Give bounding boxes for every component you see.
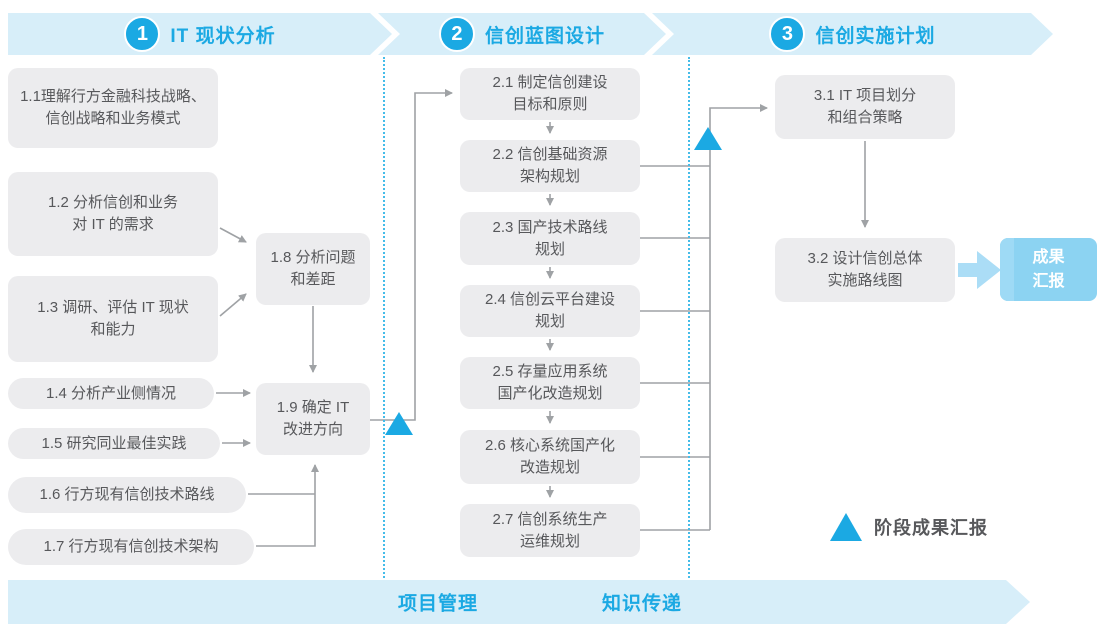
legend: 阶段成果汇报 — [830, 513, 988, 541]
milestone-triangle-phase1 — [385, 412, 413, 435]
phase-number-badge-2: 2 — [439, 16, 475, 52]
box-1-2: 1.2 分析信创和业务 对 IT 的需求 — [8, 172, 218, 256]
footer-label-knowledge-transfer: 知识传递 — [602, 593, 683, 615]
phase-separator-2 — [688, 57, 690, 578]
milestone-triangle-phase2 — [694, 127, 722, 150]
box-1-8: 1.8 分析问题 和差距 — [256, 233, 370, 305]
box-1-4: 1.4 分析产业侧情况 — [8, 378, 214, 409]
box-2-1: 2.1 制定信创建设 目标和原则 — [460, 68, 640, 120]
box-2-5: 2.5 存量应用系统 国产化改造规划 — [460, 357, 640, 409]
box-3-2: 3.2 设计信创总体 实施路线图 — [775, 238, 955, 302]
phase-banner-1: 1 IT 现状分析 — [8, 13, 392, 55]
phase-separator-1 — [383, 57, 385, 578]
legend-triangle-icon — [830, 513, 862, 541]
phase-number-badge-3: 3 — [769, 16, 805, 52]
phase-title-3: 信创实施计划 — [815, 25, 936, 47]
result-report-box: 成果 汇报 — [1000, 238, 1097, 301]
phase-title-2: 信创蓝图设计 — [484, 25, 605, 47]
box-3-1: 3.1 IT 项目划分 和组合策略 — [775, 75, 955, 139]
box-1-3: 1.3 调研、评估 IT 现状 和能力 — [8, 276, 218, 362]
box-1-9: 1.9 确定 IT 改进方向 — [256, 383, 370, 455]
box-2-3: 2.3 国产技术路线 规划 — [460, 212, 640, 265]
box-1-1: 1.1理解行方金融科技战略、 信创战略和业务模式 — [8, 68, 218, 148]
thick-arrow-to-result — [958, 251, 1001, 289]
phase-banner-3: 3 信创实施计划 — [652, 13, 1053, 55]
box-2-6: 2.6 核心系统国产化 改造规划 — [460, 430, 640, 484]
phase-number-badge-1: 1 — [124, 16, 160, 52]
box-2-4: 2.4 信创云平台建设 规划 — [460, 285, 640, 337]
footer-banner: 项目管理 知识传递 — [8, 580, 1030, 624]
box-2-2: 2.2 信创基础资源 架构规划 — [460, 140, 640, 192]
box-1-7: 1.7 行方现有信创技术架构 — [8, 529, 254, 565]
footer-label-project-management: 项目管理 — [398, 593, 479, 615]
box-2-7: 2.7 信创系统生产 运维规划 — [460, 504, 640, 557]
phase-title-1: IT 现状分析 — [170, 25, 276, 47]
box-1-6: 1.6 行方现有信创技术路线 — [8, 477, 246, 513]
box-1-5: 1.5 研究同业最佳实践 — [8, 428, 220, 459]
phase-banner-2: 2 信创蓝图设计 — [378, 13, 666, 55]
legend-label: 阶段成果汇报 — [874, 518, 988, 538]
